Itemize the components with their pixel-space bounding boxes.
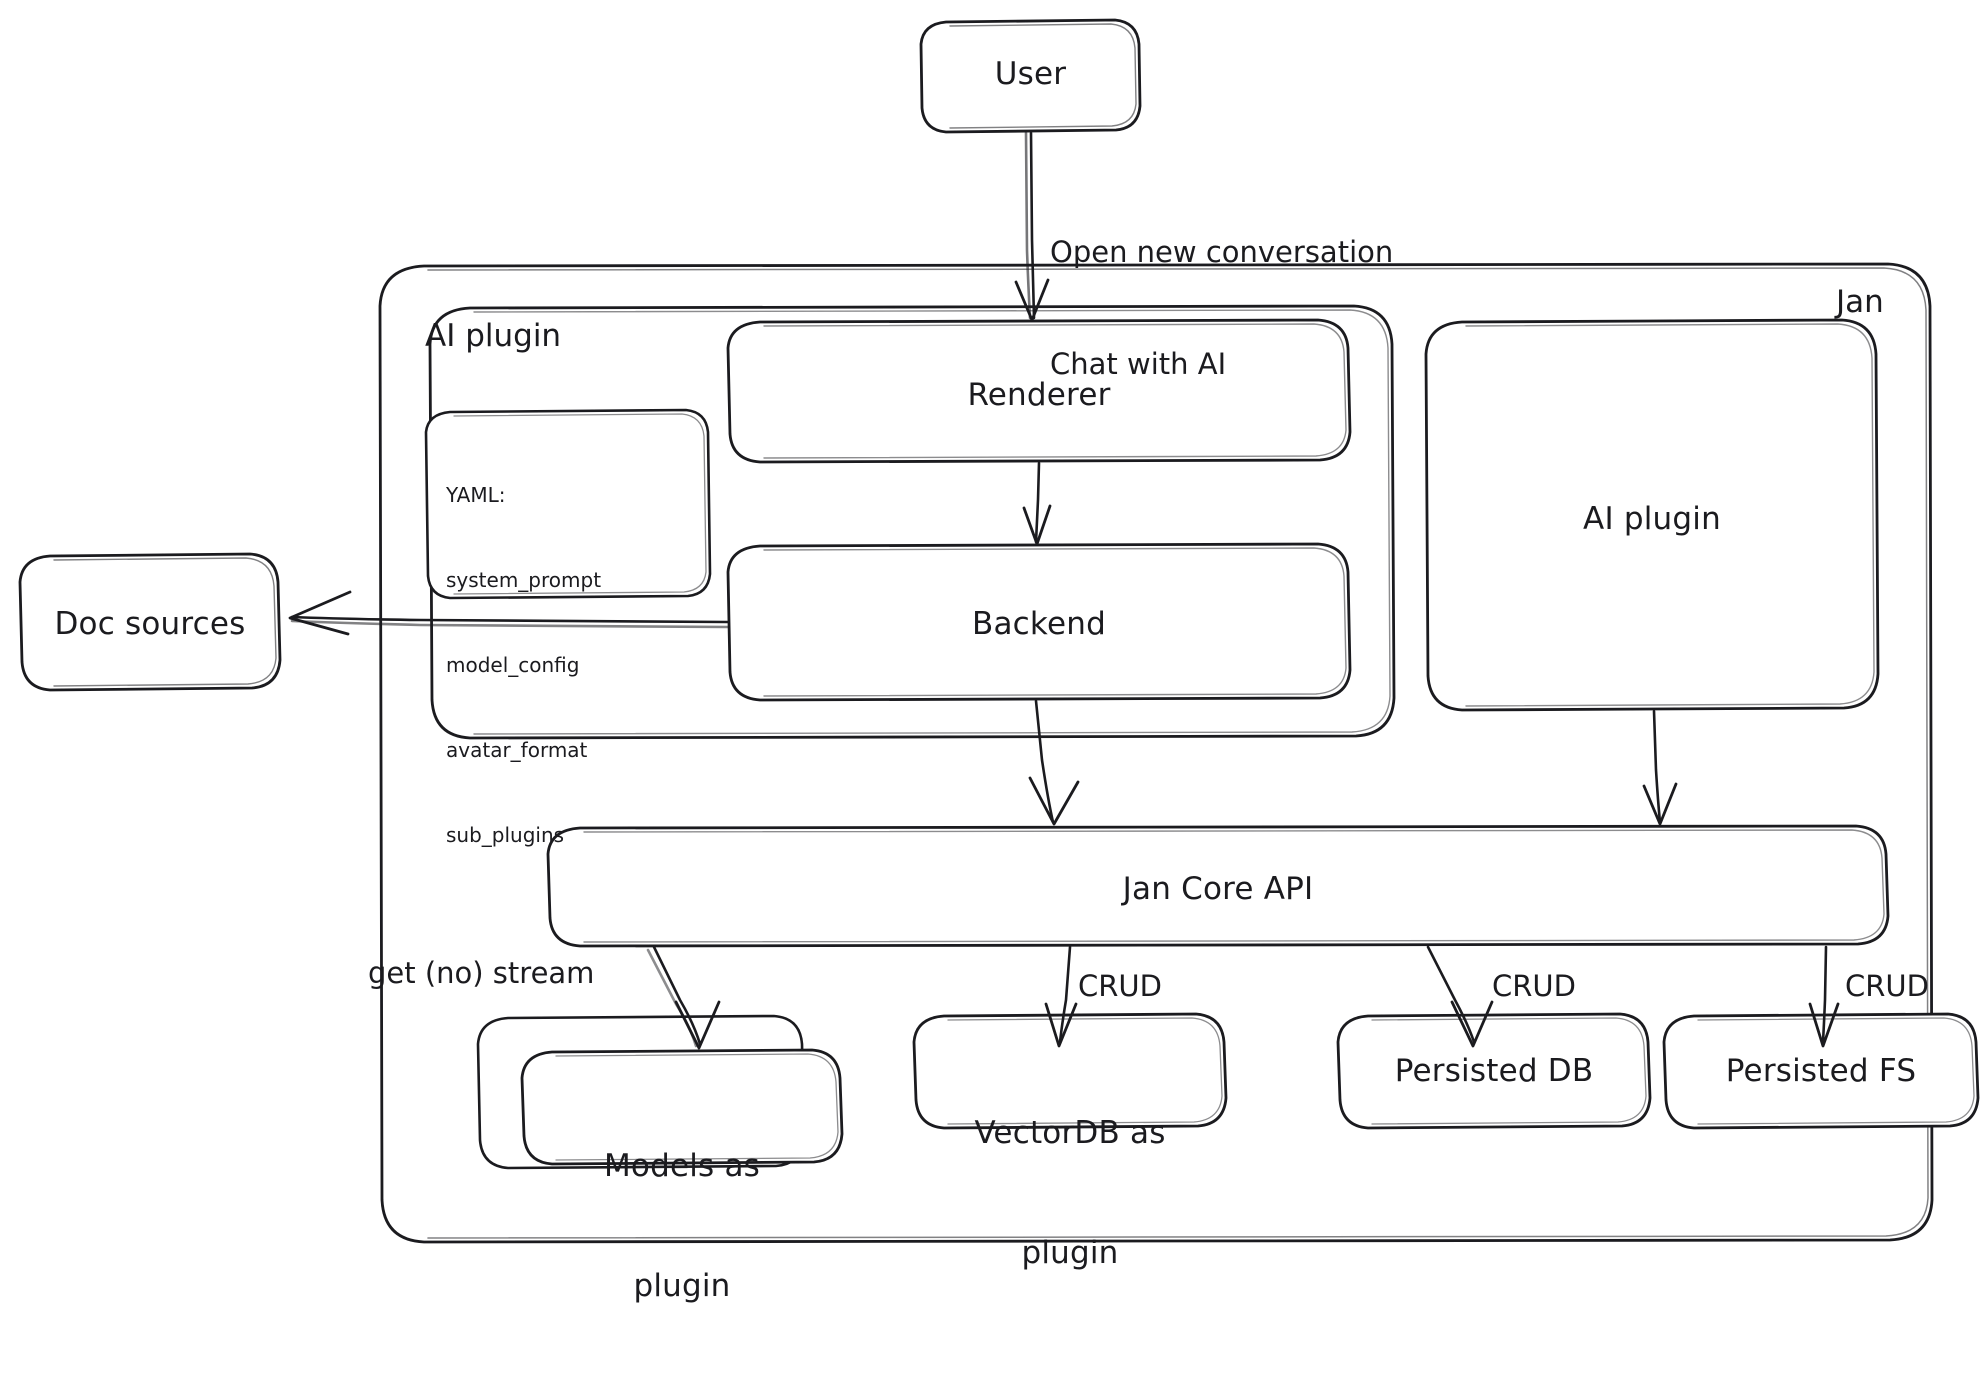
architecture-diagram: User Jan AI plugin YAML: system_prompt m… xyxy=(18,18,1980,1305)
edge-user-to-renderer xyxy=(1014,131,1050,322)
jan-core-api-shape xyxy=(546,824,1890,948)
user-box-shape xyxy=(919,18,1142,134)
diagram-canvas xyxy=(18,18,1980,1244)
yaml-note-shape xyxy=(424,408,712,600)
edge-core-to-models xyxy=(646,945,721,1050)
backend-box-shape xyxy=(726,542,1352,702)
edge-backend-to-core xyxy=(1028,699,1080,826)
models-plugin-box-shape xyxy=(520,1048,844,1166)
models-plugin-line-2: plugin xyxy=(633,1268,731,1305)
edge-ai-plugin-to-core xyxy=(1642,709,1678,826)
vectordb-plugin-box-shape xyxy=(912,1012,1228,1130)
edge-core-to-persisted-fs xyxy=(1808,945,1840,1048)
persisted-fs-box-shape xyxy=(1662,1012,1980,1130)
persisted-db-box-shape xyxy=(1336,1012,1652,1130)
ai-plugin-box-shape xyxy=(1424,318,1880,712)
renderer-box-shape xyxy=(726,318,1352,464)
edge-backend-to-doc-sources xyxy=(288,590,730,636)
doc-sources-box-shape xyxy=(18,552,282,692)
edge-core-to-vectordb xyxy=(1044,945,1078,1048)
edge-renderer-to-backend xyxy=(1022,461,1052,546)
edge-core-to-persisted-db xyxy=(1426,945,1494,1048)
